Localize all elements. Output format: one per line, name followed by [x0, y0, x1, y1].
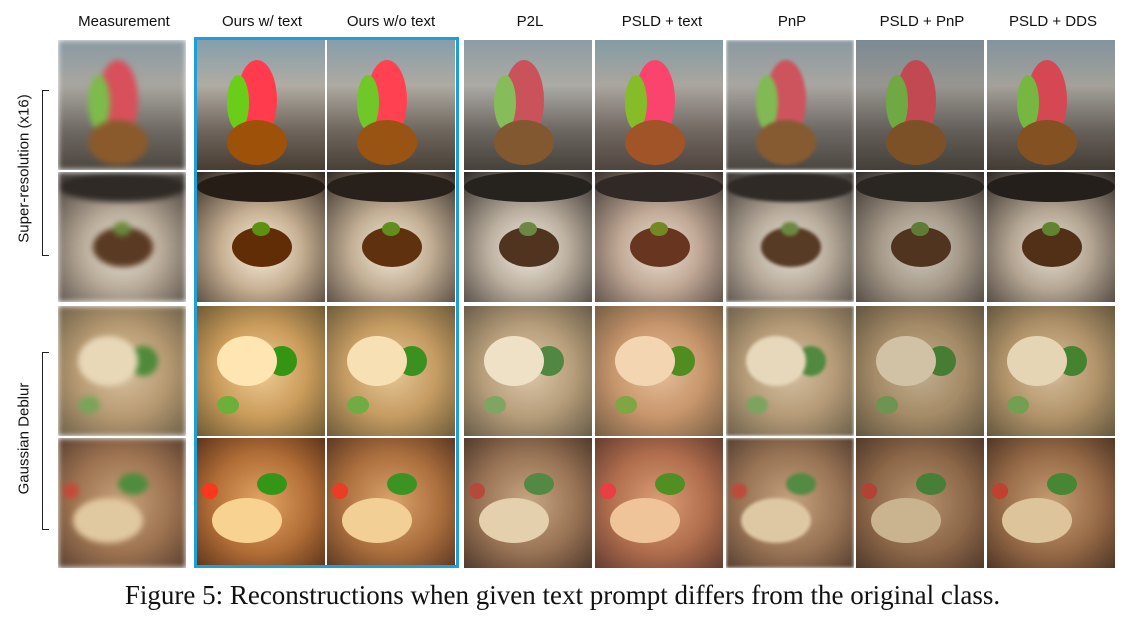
image-sr-dessert-psld-pnp: [856, 40, 984, 170]
image-sr-bowl-psld-dds: [987, 172, 1115, 302]
col-header-pnp: PnP: [777, 13, 807, 30]
image-sr-bowl-measurement: [58, 172, 186, 302]
col-header-measurement: Measurement: [78, 13, 170, 30]
image-deblur-pasta-1-p2l: [464, 306, 592, 436]
image-sr-bowl-psld-text: [595, 172, 723, 302]
image-deblur-pasta-2-psld-text: [595, 438, 723, 568]
figure-caption: Figure 5: Reconstructions when given tex…: [124, 580, 1001, 610]
image-deblur-pasta-2-pnp: [726, 438, 854, 568]
image-sr-dessert-p2l: [464, 40, 592, 170]
image-sr-bowl-ours-without-text: [327, 172, 455, 302]
col-header-psld-dds: PSLD + DDS: [1009, 13, 1097, 30]
row-label-gaussian-deblur: Gaussian Deblur: [15, 382, 33, 495]
image-sr-dessert-psld-dds: [987, 40, 1115, 170]
image-sr-dessert-ours-with-text: [197, 40, 325, 170]
image-deblur-pasta-1-psld-pnp: [856, 306, 984, 436]
image-deblur-pasta-2-psld-dds: [987, 438, 1115, 568]
col-header-psld-text: PSLD + text: [621, 13, 703, 30]
image-sr-bowl-pnp: [726, 172, 854, 302]
image-sr-bowl-p2l: [464, 172, 592, 302]
image-deblur-pasta-1-measurement: [58, 306, 186, 436]
col-header-ours-without-text: Ours w/o text: [346, 13, 436, 30]
image-sr-bowl-psld-pnp: [856, 172, 984, 302]
row-group-divider: [58, 302, 1118, 306]
image-sr-dessert-pnp: [726, 40, 854, 170]
image-deblur-pasta-2-measurement: [58, 438, 186, 568]
row-group-bracket-sr: [42, 90, 49, 256]
image-sr-bowl-ours-with-text: [197, 172, 325, 302]
image-sr-dessert-ours-without-text: [327, 40, 455, 170]
row-label-super-resolution: Super-resolution (x16): [15, 94, 33, 243]
col-header-ours-with-text: Ours w/ text: [221, 13, 303, 30]
image-sr-dessert-psld-text: [595, 40, 723, 170]
image-deblur-pasta-2-ours-with-text: [197, 438, 325, 568]
image-sr-dessert-measurement: [58, 40, 186, 170]
image-deblur-pasta-1-ours-without-text: [327, 306, 455, 436]
image-deblur-pasta-1-psld-dds: [987, 306, 1115, 436]
image-deblur-pasta-2-ours-without-text: [327, 438, 455, 568]
image-deblur-pasta-1-psld-text: [595, 306, 723, 436]
image-deblur-pasta-2-psld-pnp: [856, 438, 984, 568]
image-deblur-pasta-1-pnp: [726, 306, 854, 436]
col-header-p2l: P2L: [516, 13, 544, 30]
row-group-bracket-deblur: [42, 352, 49, 530]
col-header-psld-pnp: PSLD + PnP: [879, 13, 965, 30]
image-deblur-pasta-2-p2l: [464, 438, 592, 568]
image-deblur-pasta-1-ours-with-text: [197, 306, 325, 436]
